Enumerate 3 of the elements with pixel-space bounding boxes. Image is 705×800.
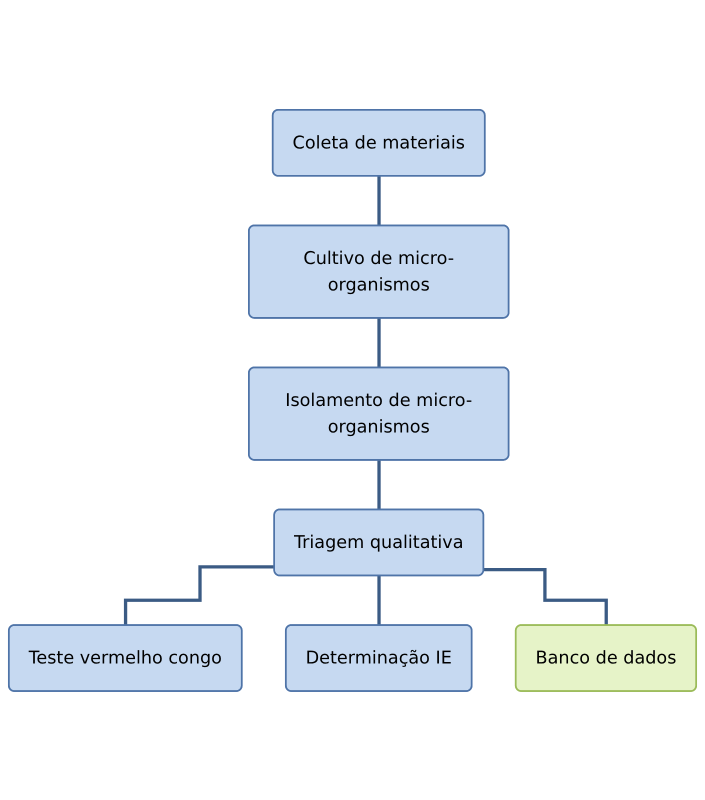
connector xyxy=(124,564,275,627)
connector xyxy=(484,568,608,627)
flowchart: Coleta de materiais Cultivo de micro-organismos Isolamento de micro-organismos Triagem qualitativa Teste vermelho congo Determinação IE Banco de dados xyxy=(0,100,705,700)
